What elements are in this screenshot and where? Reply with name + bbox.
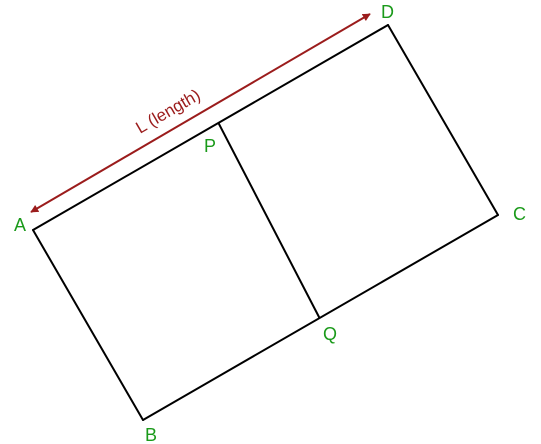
vertex-label-q: Q — [323, 324, 337, 344]
length-dimension-label: L (length) — [133, 85, 204, 137]
segment-pq — [218, 123, 320, 318]
length-dimension-arrow — [30, 13, 371, 213]
vertex-label-a: A — [14, 215, 26, 235]
vertex-label-c: C — [513, 204, 526, 224]
edge-bc — [142, 214, 499, 421]
vertex-label-b: B — [145, 425, 157, 444]
edge-da — [32, 24, 389, 231]
edge-cd — [387, 24, 499, 216]
vertex-label-d: D — [381, 2, 394, 22]
vertex-label-p: P — [204, 136, 216, 156]
edge-ab — [32, 229, 144, 421]
